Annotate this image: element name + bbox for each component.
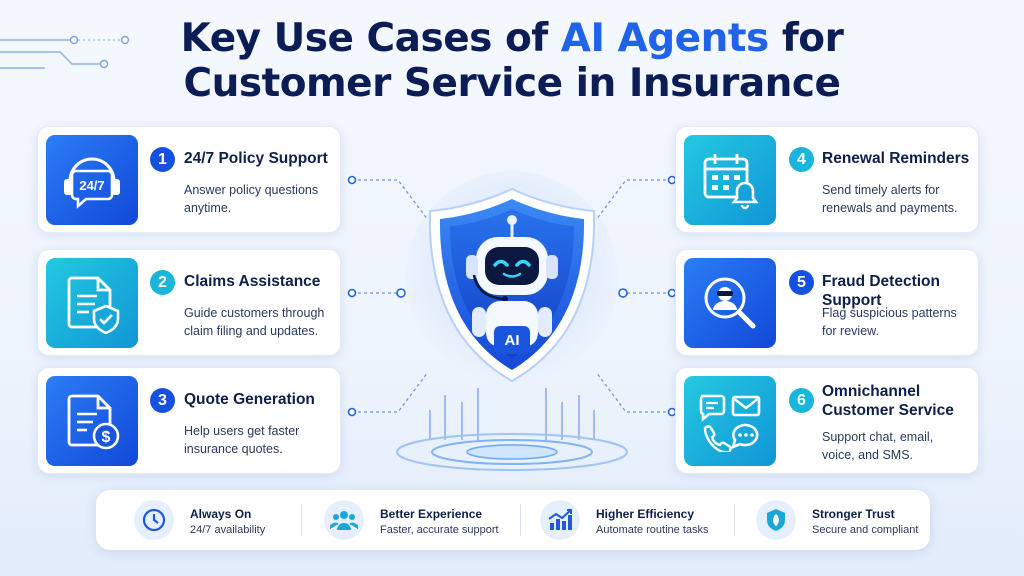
step-number: 1	[150, 147, 175, 172]
use-case-desc: Flag suspicious patterns for review.	[822, 306, 957, 338]
use-case-title: Omnichannel Customer Service	[822, 383, 954, 419]
use-case-desc: Answer policy questions anytime.	[184, 183, 319, 215]
shield-leaf-icon	[756, 500, 796, 540]
title-accent: AI Agents	[560, 16, 769, 61]
people-icon	[324, 500, 364, 540]
step-number: 4	[789, 147, 814, 172]
ai-robot-shield: AI	[402, 167, 622, 403]
headset-24-7-icon: 24/7	[46, 135, 138, 225]
use-case-title: Quote Generation	[184, 391, 315, 408]
use-case-card-3: $ 3 Quote Generation Help users get fast…	[37, 367, 341, 474]
ai-badge: AI	[494, 326, 530, 354]
use-case-title: Renewal Reminders	[822, 150, 970, 167]
use-case-card-4: 4 Renewal Reminders Send timely alerts f…	[675, 126, 979, 233]
claim-document-shield-icon	[46, 258, 138, 348]
benefit-better-experience: Better Experience Faster, accurate suppo…	[324, 490, 524, 550]
use-case-desc: Support chat, email, voice, and SMS.	[822, 430, 934, 462]
benefit-desc: Automate routine tasks	[596, 524, 709, 536]
step-number: 2	[150, 270, 175, 295]
use-case-card-5: 5 Fraud Detection Support Flag suspiciou…	[675, 249, 979, 356]
use-case-card-1: 24/7 1 24/7 Policy Support Answer policy…	[37, 126, 341, 233]
benefit-title: Always On	[190, 507, 252, 521]
calendar-bell-icon	[684, 135, 776, 225]
page-title: Key Use Cases of AI Agents for Customer …	[0, 16, 1024, 106]
use-case-card-6: 6 Omnichannel Customer Service Support c…	[675, 367, 979, 474]
growth-chart-icon	[540, 500, 580, 540]
title-line-2: Customer Service in Insurance	[183, 61, 842, 106]
benefit-title: Stronger Trust	[812, 507, 895, 521]
benefit-title: Better Experience	[380, 507, 483, 521]
quote-document-dollar-icon: $	[46, 376, 138, 466]
divider	[734, 504, 735, 536]
icon-24-7-text: 24/7	[79, 178, 104, 193]
benefit-desc: Secure and compliant	[812, 524, 919, 536]
use-case-desc: Send timely alerts for renewals and paym…	[822, 183, 958, 215]
magnifier-masked-figure-icon	[684, 258, 776, 348]
benefit-title: Higher Efficiency	[596, 507, 695, 521]
step-number: 3	[150, 388, 175, 413]
use-case-title: 24/7 Policy Support	[184, 150, 328, 167]
benefit-stronger-trust: Stronger Trust Secure and compliant	[756, 490, 926, 550]
svg-text:$: $	[102, 429, 111, 446]
benefit-desc: 24/7 availability	[190, 524, 266, 536]
use-case-title: Fraud Detection Support	[822, 273, 940, 309]
benefit-desc: Faster, accurate support	[380, 524, 499, 536]
divider	[520, 504, 521, 536]
step-number: 6	[789, 388, 814, 413]
benefit-always-on: Always On 24/7 availability	[134, 490, 324, 550]
benefits-bar: Always On 24/7 availability Better Exper…	[96, 490, 930, 550]
use-case-desc: Guide customers through claim filing and…	[184, 306, 325, 338]
chat-email-phone-icon	[684, 376, 776, 466]
use-case-title: Claims Assistance	[184, 273, 321, 290]
step-number: 5	[789, 270, 814, 295]
divider	[301, 504, 302, 536]
benefit-higher-efficiency: Higher Efficiency Automate routine tasks	[540, 490, 740, 550]
circuit-decoration	[0, 35, 130, 69]
use-case-desc: Help users get faster insurance quotes.	[184, 424, 300, 456]
clock-icon	[134, 500, 174, 540]
use-case-card-2: 2 Claims Assistance Guide customers thro…	[37, 249, 341, 356]
title-line-1: Key Use Cases of AI Agents for	[180, 16, 844, 61]
